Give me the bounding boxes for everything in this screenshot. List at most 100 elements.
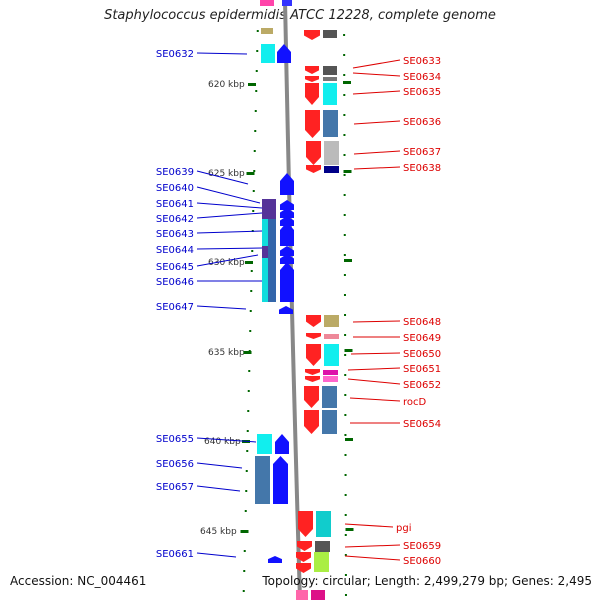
gene-se0654-arrow [304, 410, 319, 434]
gene-leader-right [349, 397, 401, 402]
tick-dot [344, 354, 347, 356]
gene-se0649-cds [324, 334, 339, 339]
gene-label-left: SE0641 [156, 199, 194, 210]
tick-dot [243, 570, 246, 572]
gene-se0634-arrow [305, 76, 319, 82]
kbp-label: 625 kbp [208, 169, 245, 179]
tick-dot [344, 534, 347, 536]
gene-label-left: SE0645 [156, 262, 194, 273]
gene-leader-left [196, 202, 263, 209]
gene-label-left: SE0646 [156, 277, 194, 288]
gene-se0632-cds [261, 44, 275, 63]
gene-leader-right [352, 72, 401, 77]
gene-label-left: SE0640 [156, 183, 194, 194]
tick-dot [250, 290, 253, 292]
gene-leader-left [196, 186, 261, 204]
tick-dot [246, 450, 249, 452]
tick-dot [343, 234, 346, 236]
gene-leader-right [344, 544, 401, 548]
kbp-tick-right [343, 81, 351, 84]
gene-label-left: SE0632 [156, 49, 194, 60]
tick-dot [254, 130, 257, 132]
gene-label-right: SE0652 [403, 380, 441, 391]
topology-label: Topology: circular; Length: 2,499,279 bp… [262, 574, 592, 588]
gene-label-right: SE0654 [403, 419, 441, 430]
gene-leader-left [196, 437, 257, 443]
gene-se0656-arrow [273, 456, 288, 504]
tick-dot [244, 510, 247, 512]
kbp-tick-right [344, 259, 352, 262]
tick-dot [343, 54, 346, 56]
tick-dot [344, 394, 347, 396]
gene-label-right: SE0660 [403, 556, 441, 567]
gene-se0633-arrow [305, 66, 319, 74]
gene-leader-right [352, 59, 401, 69]
gene-se0652-cds [323, 376, 338, 382]
gene-se0636-cds [323, 110, 338, 137]
gene-se0635-cds [323, 83, 337, 105]
gene-label-left: SE0644 [156, 245, 194, 256]
gene-label-left: SE0643 [156, 229, 194, 240]
gene-se0643-arrow [280, 222, 294, 246]
gene-label-left: SE0639 [156, 167, 194, 178]
gene-leader-right [353, 120, 401, 125]
gene-label-right: pgi [396, 523, 411, 534]
gene-se0645-arrow [280, 254, 294, 264]
tick-dot [343, 194, 346, 196]
tick-dot [249, 310, 252, 312]
gene-rocd-cds [322, 386, 337, 408]
gene-label-right: SE0651 [403, 364, 441, 375]
gene-label-right: SE0637 [403, 147, 441, 158]
tick-dot [250, 270, 253, 272]
tick-dot [252, 190, 255, 192]
gene-label-right: SE0649 [403, 333, 441, 344]
gene-se0642-arrow [280, 216, 294, 226]
gene-se0641-arrow [280, 208, 294, 218]
kbp-tick-left [240, 530, 249, 533]
feature-top-left [260, 0, 274, 6]
gene-se0638-arrow [306, 165, 321, 173]
gene-label-left: SE0656 [156, 459, 194, 470]
gene-leader-left [196, 170, 249, 185]
tick-dot [253, 170, 256, 172]
feature-top-mid [282, 0, 292, 6]
tick-dot [247, 390, 250, 392]
tick-dot [251, 250, 254, 252]
tick-dot [256, 50, 259, 52]
tick-dot [255, 90, 258, 92]
gene-arrow-top [304, 30, 320, 40]
gene-se0647-arrow [279, 306, 293, 314]
gene-se0638-cds [324, 166, 339, 173]
gene-se0659-cds [315, 541, 330, 552]
gene-se0660-cds [314, 552, 329, 572]
gene-leader-left [196, 485, 241, 492]
gene-se0661-arrow [268, 556, 282, 563]
tick-dot [252, 210, 255, 212]
gene-rocd-arrow [304, 386, 319, 408]
gene-label-right: SE0635 [403, 87, 441, 98]
tick-dot [344, 334, 347, 336]
kbp-tick-left [248, 83, 256, 86]
gene-se0654-cds [322, 410, 337, 434]
gene-pgi-cds [316, 511, 331, 537]
gene-leader-left [196, 212, 263, 219]
gene-se0652-arrow [305, 376, 320, 382]
tick-dot [343, 254, 346, 256]
kbp-label: 635 kbp [208, 348, 245, 358]
gene-leader-left [196, 52, 248, 55]
gene-se0648-arrow [306, 315, 321, 327]
tick-dot [248, 370, 251, 372]
tick-dot [242, 590, 245, 592]
map-title: Staphylococcus epidermidis ATCC 12228, c… [104, 8, 496, 23]
gene-se0660-arrow [296, 552, 311, 562]
gene-se0656-cds [255, 456, 270, 504]
gene-se0634-cds [323, 77, 337, 81]
gene-label-right: SE0648 [403, 317, 441, 328]
gene-se0635-arrow [305, 83, 319, 105]
tick-dot [254, 110, 257, 112]
kbp-tick-right [343, 170, 352, 173]
tick-dot [343, 294, 346, 296]
gene-se0640-arrow [280, 200, 294, 210]
kbp-tick-left [245, 261, 253, 264]
